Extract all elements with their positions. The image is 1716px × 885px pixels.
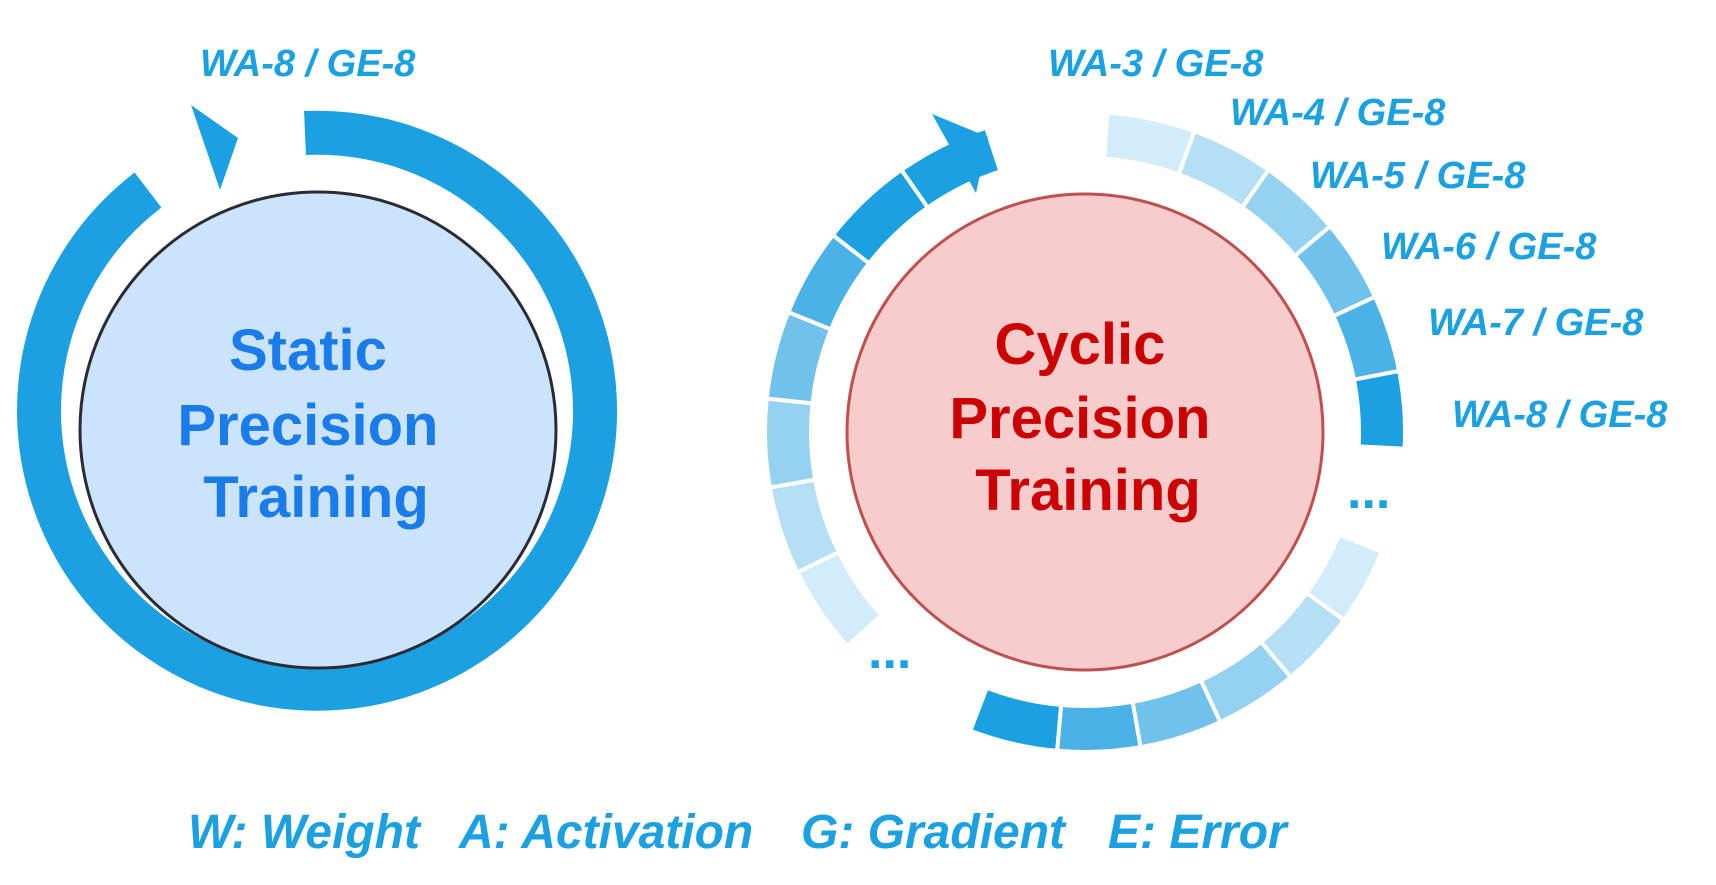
static-ring-arrowhead [191,105,238,190]
static-inner-circle [78,190,558,670]
static-title: Static Precision Training [177,318,454,530]
static-precision-label: WA-8 / GE-8 [200,43,416,85]
cyclic-ellipsis-right: ... [1347,462,1390,520]
cyclic-inner-circle [845,192,1325,672]
cyclic-label-wa3: WA-3 / GE-8 [1048,43,1264,85]
cyclic-label-wa7: WA-7 / GE-8 [1428,302,1644,344]
legend: W: Weight A: Activation G: Gradient E: E… [188,806,1289,859]
cyclic-title: Cyclic Precision Training [949,312,1226,523]
legend-gradient: G: Gradient [801,806,1067,859]
cyclic-panel: Cyclic Precision Training WA-3 / GE-8 WA… [763,43,1668,754]
legend-error: E: Error [1108,806,1289,859]
cyclic-ring-segment [1130,677,1223,750]
cyclic-ring-segment [1351,368,1407,451]
static-ring-arc [17,110,617,711]
cyclic-label-wa4: WA-4 / GE-8 [1230,92,1446,134]
static-title-line-1: Static [229,318,387,383]
cyclic-title-line-1: Cyclic [994,312,1165,377]
cyclic-label-wa5: WA-5 / GE-8 [1310,155,1526,197]
cyclic-ring-segment [767,477,842,575]
cyclic-ring-segment [967,685,1064,753]
cyclic-title-line-2: Precision [949,386,1210,451]
cyclic-ring-segment [763,396,818,490]
cyclic-title-line-3: Training [975,458,1201,523]
cyclic-ring-segment [1054,699,1143,754]
static-title-line-3: Training [203,465,429,530]
legend-activation: A: Activation [458,806,753,859]
cyclic-ring-arrowhead [932,114,988,193]
static-panel: Static Precision Training WA-8 / GE-8 [17,43,617,711]
cyclic-label-wa8: WA-8 / GE-8 [1452,394,1668,436]
legend-weight: W: Weight [188,806,422,859]
cyclic-label-wa6: WA-6 / GE-8 [1381,226,1597,268]
static-title-line-2: Precision [177,393,438,458]
cyclic-ring-segments [763,110,1407,754]
cyclic-ellipsis-bottom: ... [868,622,911,680]
